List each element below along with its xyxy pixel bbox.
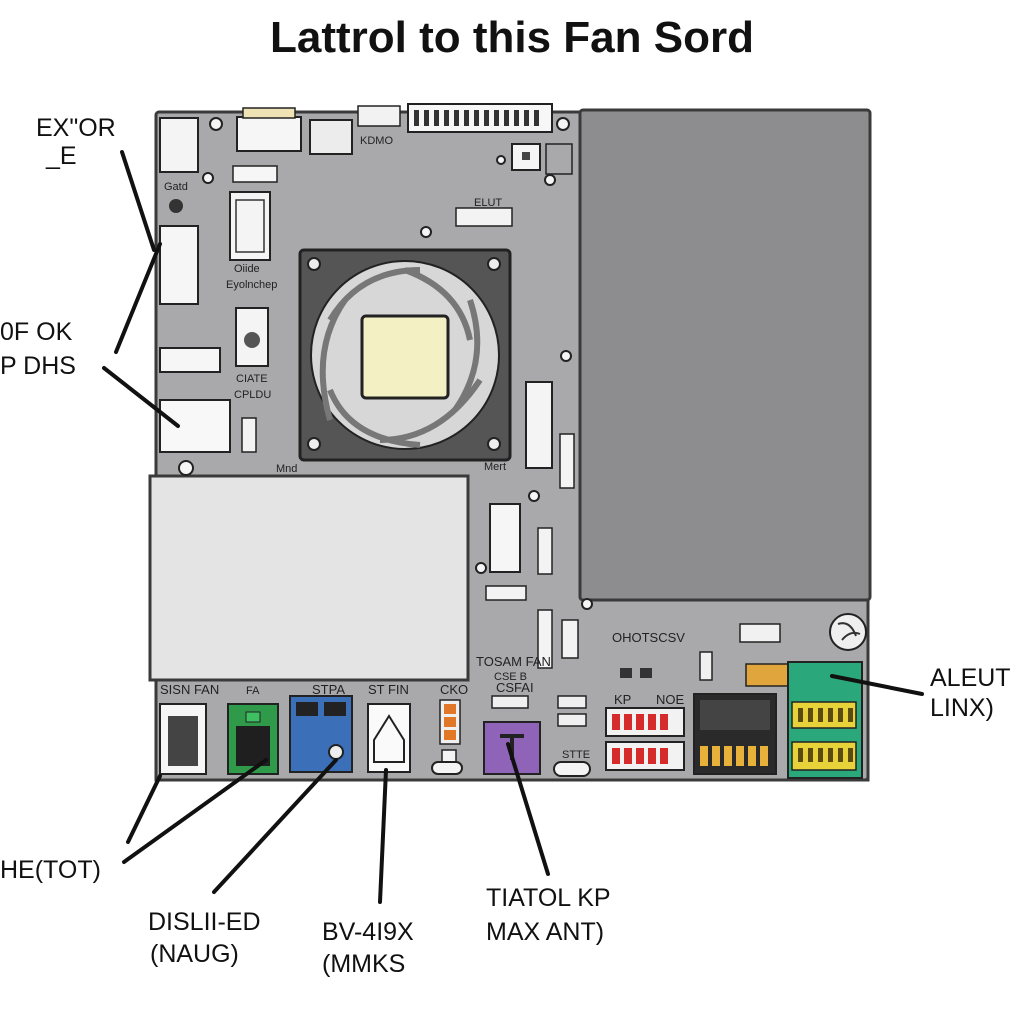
sys-fan-blade-icon [837,622,861,641]
small-jumper [537,527,553,575]
label-noe: NOE [656,692,685,707]
slim-connector [559,433,575,489]
tiny-cap-2 [640,668,652,678]
heatsink-block [578,108,872,602]
callout-top-left-1: EX"OR [36,114,116,142]
top-connector-tab [242,107,296,119]
callout-bottom-left: HE(TOT) [0,856,101,884]
cpu-fan-screws [307,257,501,451]
callout-lines [102,150,924,904]
callout-bottom-center-right-1: TIATOL KP [486,884,611,912]
label-gatd: Gatd [164,181,188,193]
label-kdmo: KDMO [360,135,393,147]
label-st-fin: ST FIN [368,682,409,697]
cpu-fan-blades [319,267,483,448]
top-left-chip [159,117,199,173]
riser-slot-2 [561,619,579,659]
label-oiide: Oiide [234,263,260,275]
label-sisn-fan: SISN FAN [160,682,219,697]
tiny-pin-block [545,143,573,175]
small-led [169,199,183,213]
mount-holes [178,117,593,610]
callout-left-mid-2: P DHS [0,352,76,380]
yellow-slot-pins [798,708,853,762]
label-ciate: CIATE [236,373,268,385]
small-slot-top [491,695,529,709]
callout-right-2: LINX) [930,694,994,722]
audio-jack [328,744,344,760]
small-switch [232,165,278,183]
label-eyolnchep: Eyolnchep [226,279,277,291]
ethernet-port-led [245,711,261,723]
top-connector-box [236,116,302,152]
top-pin-header [407,103,553,133]
usb-header [159,347,221,373]
label-fa: FA [246,685,260,697]
elut-connector [455,207,513,227]
callout-bottom-center-2: (MMKS [322,950,405,978]
fan-port-inner [168,716,198,766]
usb-jack-2 [324,702,346,716]
tiny-cap-1 [620,668,632,678]
callout-left-mid-1: 0F OK [0,318,73,346]
label-stpa: STPA [312,682,345,697]
small-header [357,105,401,127]
label-cse-b: CSE B [494,671,527,683]
label-mert: Mert [484,461,506,473]
vertical-header [489,503,521,573]
small-label-plate [739,623,781,643]
top-pin-header-pins [414,110,539,126]
callout-bottom-center-left-2: (NAUG) [150,940,239,968]
cpu-chip [360,314,450,400]
label-kp: KP [614,692,631,707]
usb-c-port-1[interactable] [431,761,463,775]
red-header-top-pins [612,714,668,730]
usb-c-port-2[interactable] [553,761,591,777]
sys-fan-icon [829,613,867,651]
label-tosam-fan: TOSAM FAN [476,654,551,669]
label-csfai: CSFAI [496,680,534,695]
power-connector-top [700,700,770,730]
riser-slot [537,609,553,669]
diagram-title: Lattrol to this Fan Sord [270,13,754,62]
pcie-slot-small [525,381,553,469]
callout-bottom-center-right-2: MAX ANT) [486,918,604,946]
orange-led-stack [439,699,461,745]
jumper [241,417,257,453]
orange-connector [745,663,793,687]
usb-jack-1 [296,702,318,716]
label-ohotscsv: OHOTSCSV [612,630,685,645]
dimm-socket-inner [235,199,265,253]
callout-right-1: ALEUT [930,664,1011,692]
power-connector-pins [700,746,768,766]
hdmi-port-shape [373,714,405,763]
callout-bottom-center-left-1: DISLII-ED [148,908,261,936]
label-cpldu: CPLDU [234,389,271,401]
red-header-bottom-pins [612,748,668,764]
small-chip-core [522,152,530,160]
expansion-panel [148,474,470,682]
small-pin-row [485,585,527,601]
left-vertical-chip [159,225,199,305]
button-chip [235,307,269,367]
callout-top-left-2: _E [45,142,77,170]
label-elut: ELUT [474,197,502,209]
button-dot [244,332,260,348]
label-mnd: Mnd [276,463,297,475]
small-slot-b [557,713,587,727]
small-slot-a [557,695,587,709]
label-cko: CKO [440,682,468,697]
small-square-connector [309,119,353,155]
callout-bottom-center-1: BV-4I9X [322,918,414,946]
battery-holder [159,399,231,453]
label-stte: STTE [562,749,590,761]
tiny-header [699,651,713,681]
